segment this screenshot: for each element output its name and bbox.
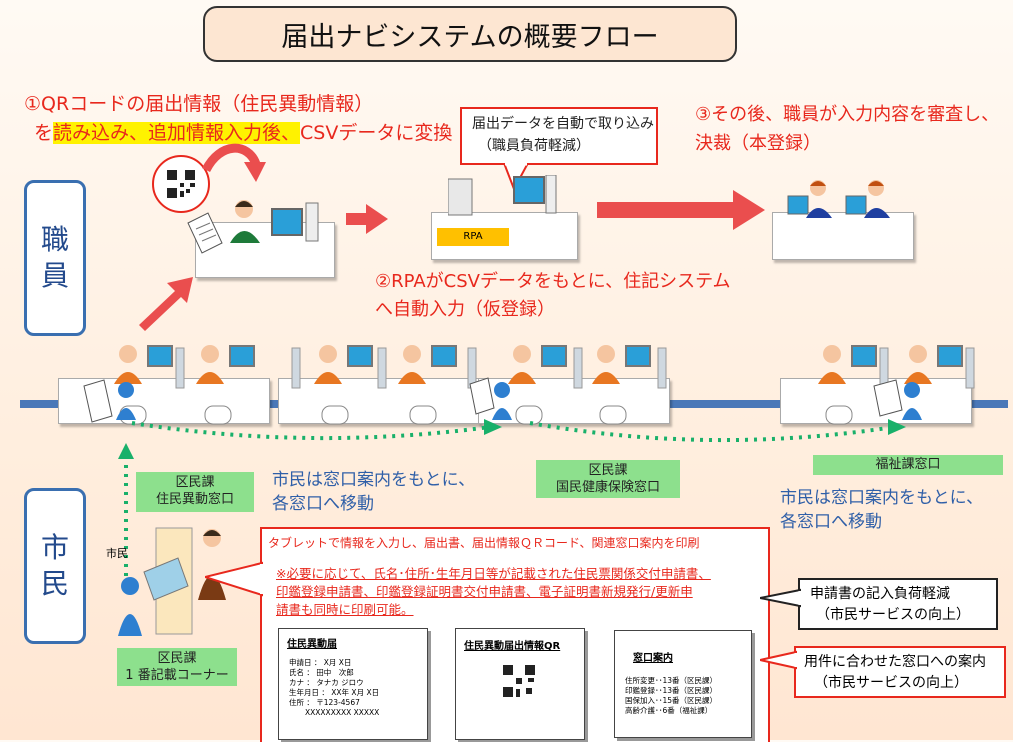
arrow-to-approval-icon bbox=[597, 190, 765, 230]
move-text-2-line2: 各窓口へ移動 bbox=[780, 512, 882, 532]
step3-line1: ③その後、職員が入力内容を審査し、 bbox=[695, 104, 1000, 125]
counter-people bbox=[83, 345, 975, 425]
benefit-callout-2: 用件に合わせた窓口への案内 （市民サービスの向上） bbox=[794, 646, 1006, 698]
window-label-welfare: 福祉課窓口 bbox=[813, 455, 1003, 475]
page-title: 届出ナビシステムの概要フロー bbox=[203, 6, 737, 62]
arrow-up-icon bbox=[139, 277, 193, 331]
window-label-resident: 区民課 住民異動窓口 bbox=[136, 472, 254, 512]
citizen-role-char-1: 市 bbox=[40, 531, 69, 564]
window-label-insurance-line2: 国民健康保険窓口 bbox=[555, 480, 660, 495]
doc1-row: 氏名 ： 田中 次郎 bbox=[289, 668, 354, 677]
move-text-1-line2: 各窓口へ移動 bbox=[272, 494, 374, 514]
window-label-insurance-line1: 区民課 bbox=[588, 463, 628, 478]
doc3-body: 住所変更･･13番（区民課） 印鑑登録･･13番（区民課） 国保加入･･15番（… bbox=[625, 676, 751, 716]
writing-corner-line1: 区民課 bbox=[157, 651, 197, 666]
staff-role-box: 職 員 bbox=[24, 180, 86, 336]
rpa-server-icon bbox=[448, 175, 557, 216]
rpa-callout: 届出データを自動で取り込み （職員負荷軽減） bbox=[460, 107, 658, 165]
doc1-row: XXXXXXXXX XXXXX bbox=[305, 708, 380, 717]
step2-text: ②RPAがCSVデータをもとに、住記システム へ自動入力（仮登録） bbox=[375, 268, 731, 324]
tablet-box-note-line1: ※必要に応じて、氏名･住所･生年月日等が記載された住民票関係交付申請書、 bbox=[276, 566, 711, 581]
citizen-role-char-2: 民 bbox=[40, 567, 69, 600]
tablet-box-note-line3: 請書も同時に印刷可能。 bbox=[276, 602, 414, 617]
doc2-title: 住民異動届出情報QR bbox=[464, 641, 561, 652]
doc3-row: 高齢介護･･6番（福祉課） bbox=[625, 706, 713, 715]
doc3-title: 窓口案内 bbox=[633, 653, 673, 664]
benefit1-line2: （市民サービスの向上） bbox=[816, 607, 970, 623]
window-label-writing-corner: 区民課 1 番記載コーナー bbox=[117, 648, 237, 686]
step3-line2: 決裁（本登録） bbox=[695, 133, 821, 154]
tablet-box-note-line2: 印鑑登録申請書、印鑑登録証明書交付申請書、電子証明書新規発行/更新申 bbox=[276, 584, 693, 599]
move-text-1: 市民は窓口案内をもとに、 各窓口へ移動 bbox=[272, 468, 475, 516]
step1-text: ①QRコードの届出情報（住民異動情報） を読み込み、追加情報入力後、CSVデータ… bbox=[24, 90, 452, 148]
doc3-row: 住所変更･･13番（区民課） bbox=[625, 676, 718, 685]
doc1-row: 住所 ： 〒123-4567 bbox=[289, 698, 360, 707]
step1-post: CSVデータに変換 bbox=[300, 122, 453, 144]
doc1-body: 申請日 ： X月 X日 氏名 ： 田中 次郎 カナ ： タナカ ジロウ 生年月日… bbox=[289, 658, 427, 718]
doc3-row: 印鑑登録･･13番（区民課） bbox=[625, 686, 718, 695]
benefit-pointers bbox=[760, 588, 802, 670]
step2-line1: ②RPAがCSVデータをもとに、住記システム bbox=[375, 271, 731, 292]
tablet-box-tail bbox=[205, 561, 264, 597]
doc1-title: 住民異動届 bbox=[287, 639, 337, 650]
step3-text: ③その後、職員が入力内容を審査し、 決裁（本登録） bbox=[695, 100, 999, 158]
doc3-row: 国保加入･･15番（区民課） bbox=[625, 696, 718, 705]
tablet-box-note: ※必要に応じて、氏名･住所･生年月日等が記載された住民票関係交付申請書、 印鑑登… bbox=[276, 565, 711, 619]
staff-role-char-1: 職 bbox=[40, 223, 69, 256]
doc1-row: カナ ： タナカ ジロウ bbox=[289, 678, 364, 687]
curved-arrow-icon bbox=[201, 143, 266, 182]
arrow-to-rpa-icon bbox=[346, 204, 388, 234]
step1-line1: ①QRコードの届出情報（住民異動情報） bbox=[24, 93, 374, 115]
benefit2-line2: （市民サービスの向上） bbox=[814, 675, 968, 691]
doc-qr: 住民異動届出情報QR bbox=[455, 628, 585, 740]
citizen-small-label: 市民 bbox=[106, 547, 128, 560]
rpa-callout-line1: 届出データを自動で取り込み bbox=[472, 116, 654, 132]
doc1-row: 申請日 ： X月 X日 bbox=[289, 658, 352, 667]
doc-resident-move: 住民異動届 申請日 ： X月 X日 氏名 ： 田中 次郎 カナ ： タナカ ジロ… bbox=[278, 628, 428, 740]
qr-code-icon bbox=[502, 664, 536, 698]
kiosk-scene bbox=[118, 527, 226, 636]
move-text-1-line1: 市民は窓口案内をもとに、 bbox=[272, 470, 476, 490]
benefit1-line1: 申請書の記入負荷軽減 bbox=[810, 586, 950, 602]
tablet-box-line1: タブレットで情報を入力し、届出書、届出情報ＱＲコード、関連窓口案内を印刷 bbox=[268, 536, 700, 550]
approval-staff-icons bbox=[787, 180, 890, 218]
citizen-movement-path bbox=[118, 419, 906, 585]
doc-window-guide: 窓口案内 住所変更･･13番（区民課） 印鑑登録･･13番（区民課） 国保加入･… bbox=[614, 630, 752, 738]
step1-highlight: 読み込み、追加情報入力後、 bbox=[53, 122, 301, 144]
approval-desk bbox=[772, 212, 914, 260]
staff1-workstation bbox=[187, 200, 319, 254]
benefit2-line1: 用件に合わせた窓口への案内 bbox=[804, 654, 986, 670]
rpa-tag: RPA bbox=[437, 228, 509, 246]
qr-code-icon bbox=[166, 169, 196, 199]
benefit-callout-1: 申請書の記入負荷軽減 （市民サービスの向上） bbox=[798, 578, 998, 630]
step1-pre: を bbox=[34, 122, 54, 144]
staff-role-char-2: 員 bbox=[40, 259, 69, 292]
move-text-2-line1: 市民は窓口案内をもとに、 bbox=[780, 488, 984, 508]
window-label-resident-line1: 区民課 bbox=[175, 475, 215, 490]
doc1-row: 生年月日 ： XX年 X月 X日 bbox=[289, 688, 380, 697]
qr-reader-bubble bbox=[152, 155, 210, 213]
citizen-role-box: 市 民 bbox=[24, 488, 86, 644]
rpa-callout-line2: （職員負荷軽減） bbox=[478, 138, 590, 154]
window-label-resident-line2: 住民異動窓口 bbox=[155, 492, 234, 507]
step1-line2: を読み込み、追加情報入力後、CSVデータに変換 bbox=[24, 119, 452, 148]
move-text-2: 市民は窓口案内をもとに、 各窓口へ移動 bbox=[780, 486, 983, 534]
window-label-insurance: 区民課 国民健康保険窓口 bbox=[536, 460, 680, 498]
step2-line2: へ自動入力（仮登録） bbox=[375, 299, 555, 320]
writing-corner-line2: 1 番記載コーナー bbox=[125, 668, 229, 683]
